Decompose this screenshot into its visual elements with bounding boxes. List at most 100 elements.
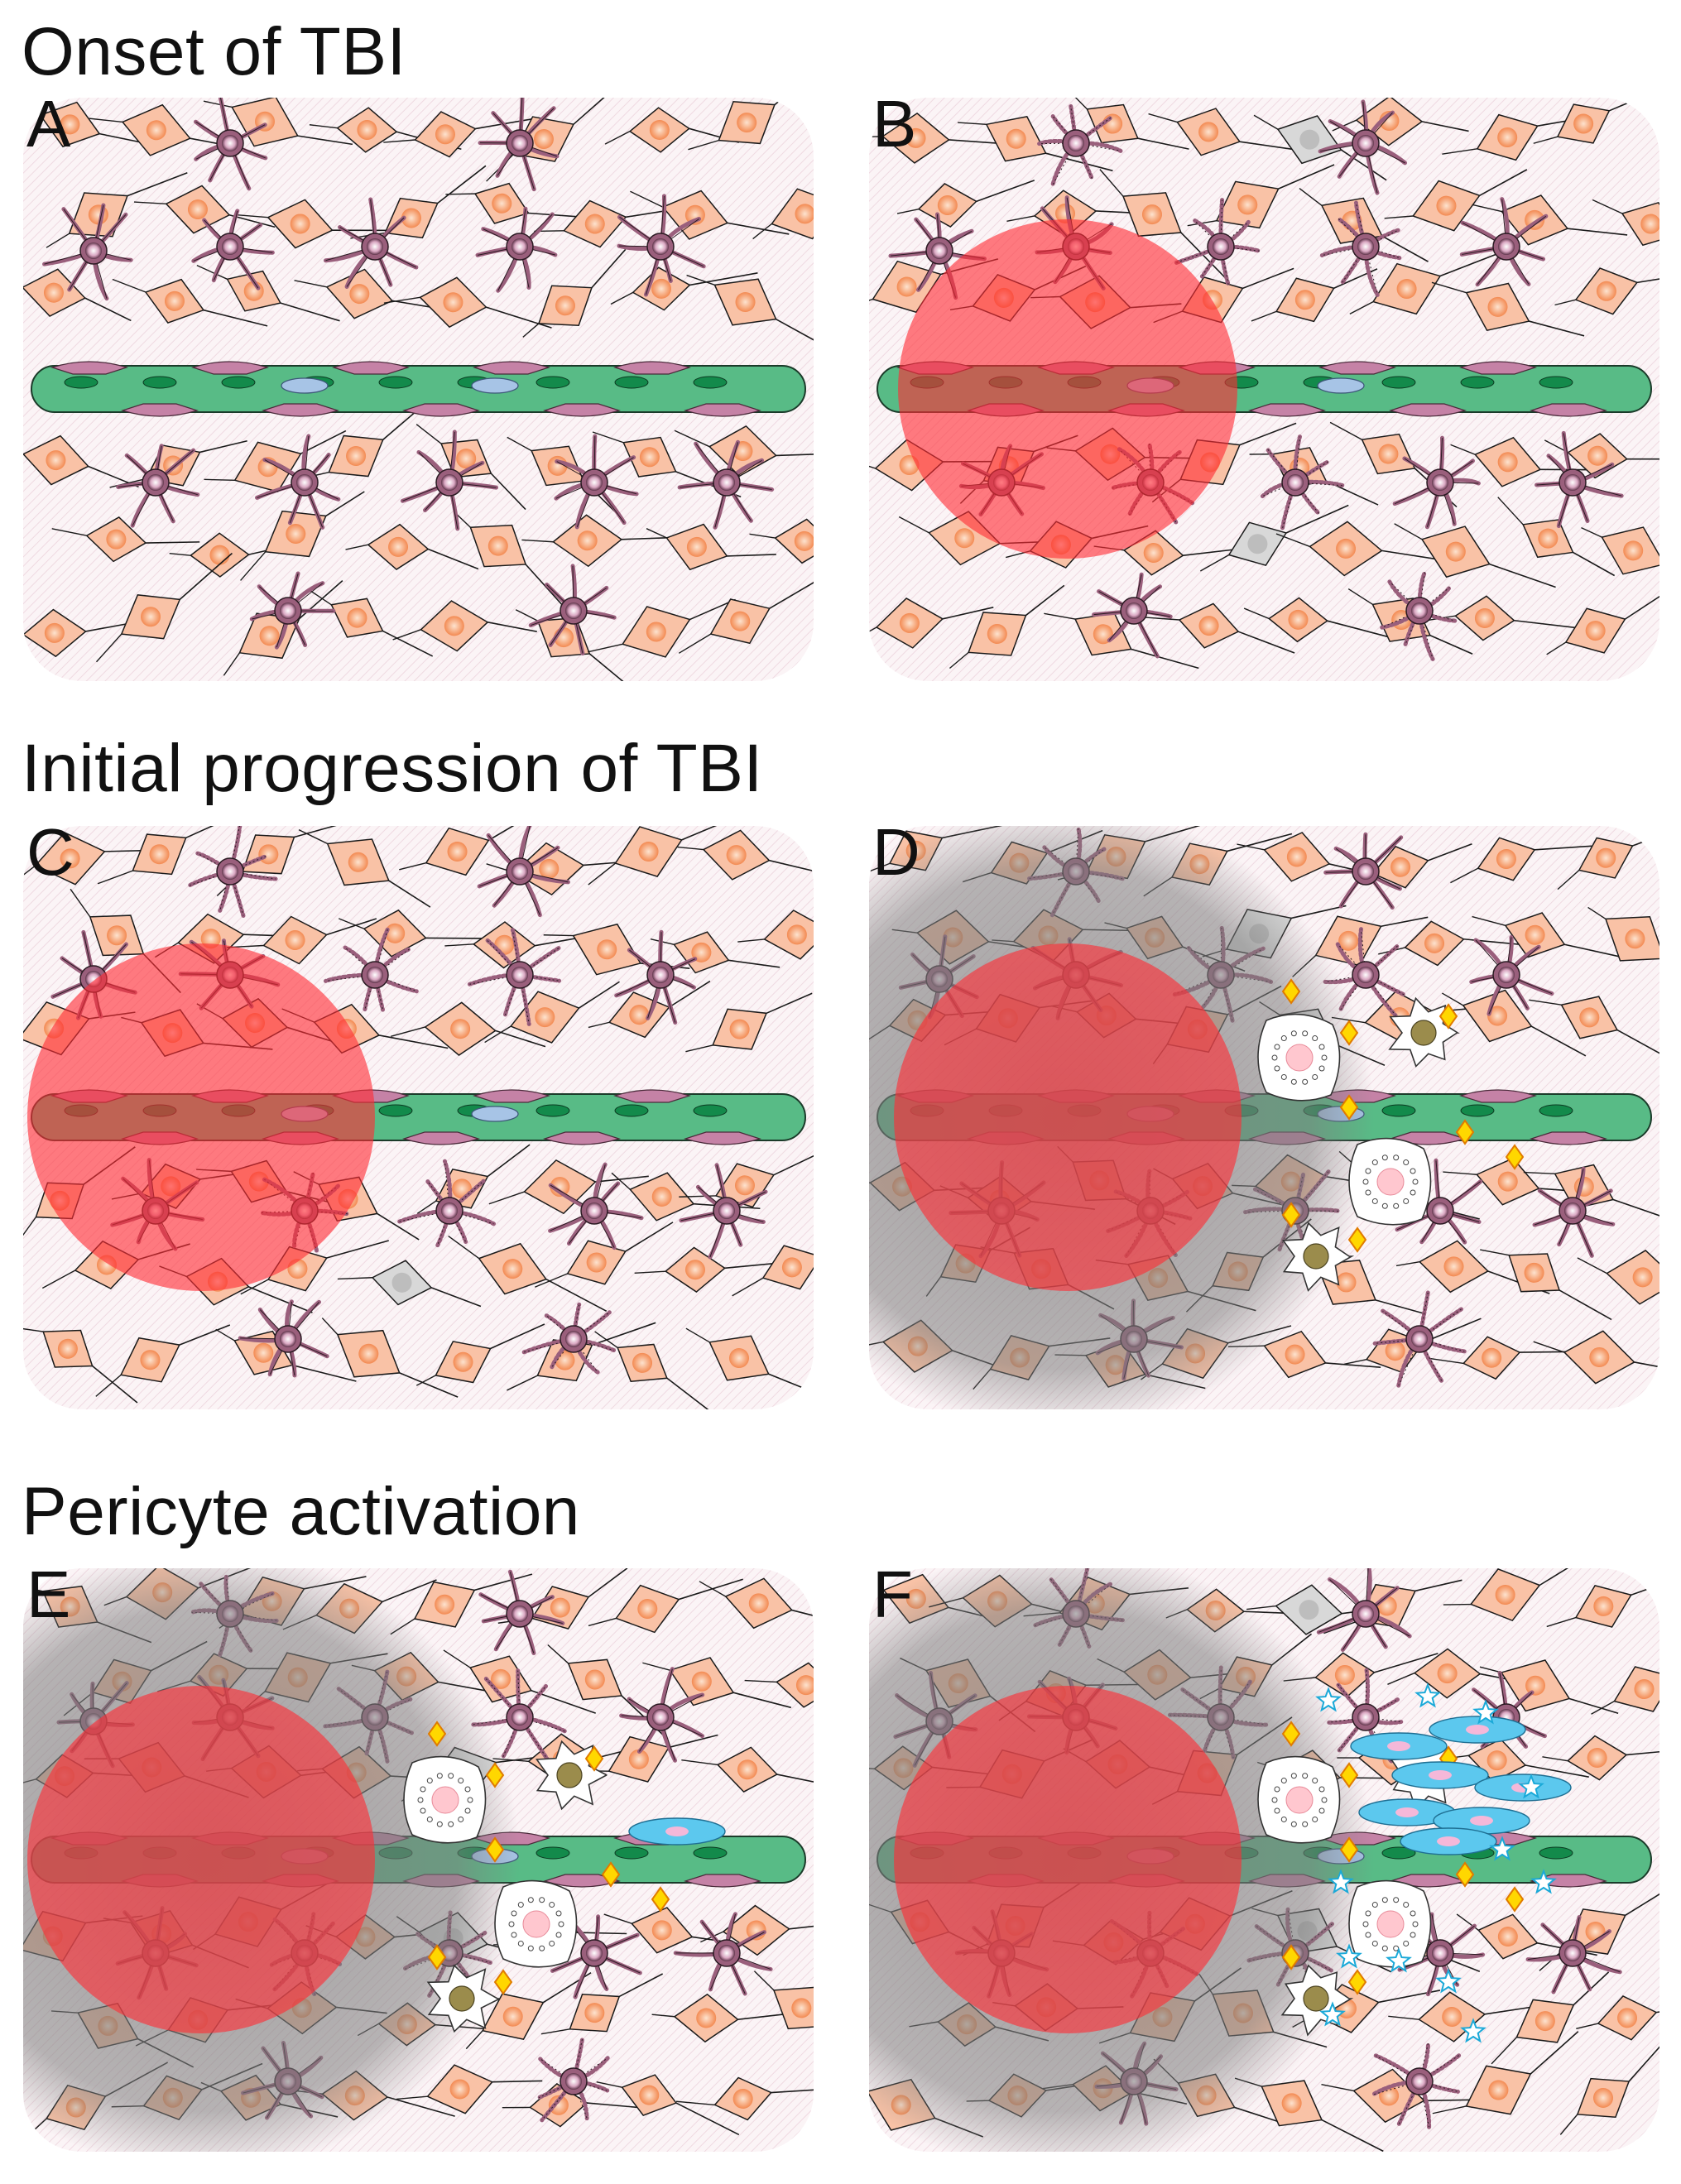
neuron-cell [699,1577,814,1630]
tissue [23,826,814,1409]
growth-factor-star [1319,2001,1346,2027]
neuron-cell [23,832,155,886]
astrocyte-endfoot [332,361,410,375]
neuron-cell [949,584,1065,670]
astrocyte-cell [1323,832,1404,910]
neuron-cell [1497,497,1616,577]
astrocyte-endfoot [402,403,480,417]
blood-vessel [31,361,806,417]
neuron-cell [1432,2031,1579,2115]
cytokine [1339,1836,1359,1863]
astrocyte-cell [475,206,558,293]
endothelial-nucleus [536,1104,570,1117]
panel-d: D [869,819,1659,1409]
astrocyte-cell [187,826,278,918]
astrocyte-endfoot [1248,403,1326,417]
neuron-cell [1329,421,1458,508]
astrocyte-cell [1525,1915,1622,1994]
neuron-cell [752,188,814,240]
cytokine [427,1721,447,1747]
astrocyte-endfoot [1530,1131,1607,1145]
cytokine [1339,1762,1359,1788]
astrocyte-endfoot [543,1131,621,1145]
astrocyte-cell [1459,197,1549,287]
growth-factor-star [1336,1943,1362,1969]
neuron-cell [681,1746,814,1793]
astrocyte-endfoot [613,1089,691,1103]
neuron-cell [399,826,530,876]
astrocyte-cell [1260,434,1346,530]
astrocyte-cell [238,1299,329,1378]
neuron-cell [1099,169,1227,279]
neuron-cell [1144,602,1295,654]
neuron-cell [611,1172,761,1222]
neuron-cell [298,828,431,908]
panel-d-illustration [869,826,1659,1409]
section-title-pericyte-activation: Pericyte activation [22,1474,580,1549]
astrocyte-cell [323,197,419,289]
neuron-cell [1480,1249,1612,1321]
astrocyte-cell [397,1159,496,1248]
activated-pericyte-nucleus [665,1826,689,1836]
neuron-cell [309,107,462,153]
neuron-cell [534,199,689,248]
astrocyte-cell [1535,430,1624,529]
apoptotic-cell [1257,1755,1341,1844]
cytokine [1281,1721,1301,1747]
neuron-cell [291,407,421,482]
neuron-cell [390,1573,533,1635]
neuron-cell [744,1662,814,1708]
neuron-cell [227,915,377,965]
neuron-cell [89,103,237,156]
astrocyte-cell [617,194,706,297]
astrocyte-cell [255,434,341,530]
cytokine [493,1969,513,1995]
astrocyte-cell [677,439,775,530]
astrocyte-endfoot [1459,361,1537,375]
neuron-cell [958,116,1113,172]
neuron-cell [1443,1157,1587,1206]
astrocyte-endfoot [1459,1089,1537,1103]
panel-e: E [23,1562,814,2152]
neuron-cell [1234,2077,1384,2152]
pericyte [471,377,519,394]
neuron-cell [588,1578,743,1634]
neuron-cell [1546,1572,1659,1628]
astrocyte-cell [550,1913,642,1999]
astrocyte-cell [528,564,617,656]
neuron-cell [685,992,813,1053]
neuron-cell [540,1973,664,2035]
neuron-cell [23,268,132,322]
cytokine [651,1886,670,1913]
endothelial-nucleus [1460,1104,1495,1117]
endothelial-nucleus [1381,376,1416,389]
neuron-cell [685,1327,814,1393]
neuron-cell [1546,583,1659,655]
panel-a-illustration [23,98,814,681]
growth-factor-star [1530,1869,1557,1894]
neuron-cell [1591,1666,1659,1715]
neuron-cell [1187,164,1335,229]
neuron-cell [383,111,536,158]
astrocyte-endfoot [50,361,128,375]
panel-label: C [26,815,74,889]
neuron-cell [240,491,365,581]
panel-label: E [26,1558,71,1631]
neuron-cell [588,826,746,886]
neuron-cell [1199,504,1349,572]
neuron-cell [95,1324,231,1397]
panel-e-illustration [23,1568,814,2152]
astrocyte-cell [191,209,275,290]
pericyte [281,377,329,394]
neuron-cell [580,1734,718,1783]
astrocyte-endfoot [473,361,550,375]
neuron-cell [535,1222,674,1288]
cytokine [1281,978,1301,1005]
cytokine [427,1944,447,1970]
neuron-cell [610,266,758,311]
lesion-core [894,1686,1242,2033]
neuron-cell [1491,1971,1610,2065]
endothelial-nucleus [1381,1846,1416,1860]
tissue [869,98,1659,681]
neuron-cell [896,180,1035,228]
